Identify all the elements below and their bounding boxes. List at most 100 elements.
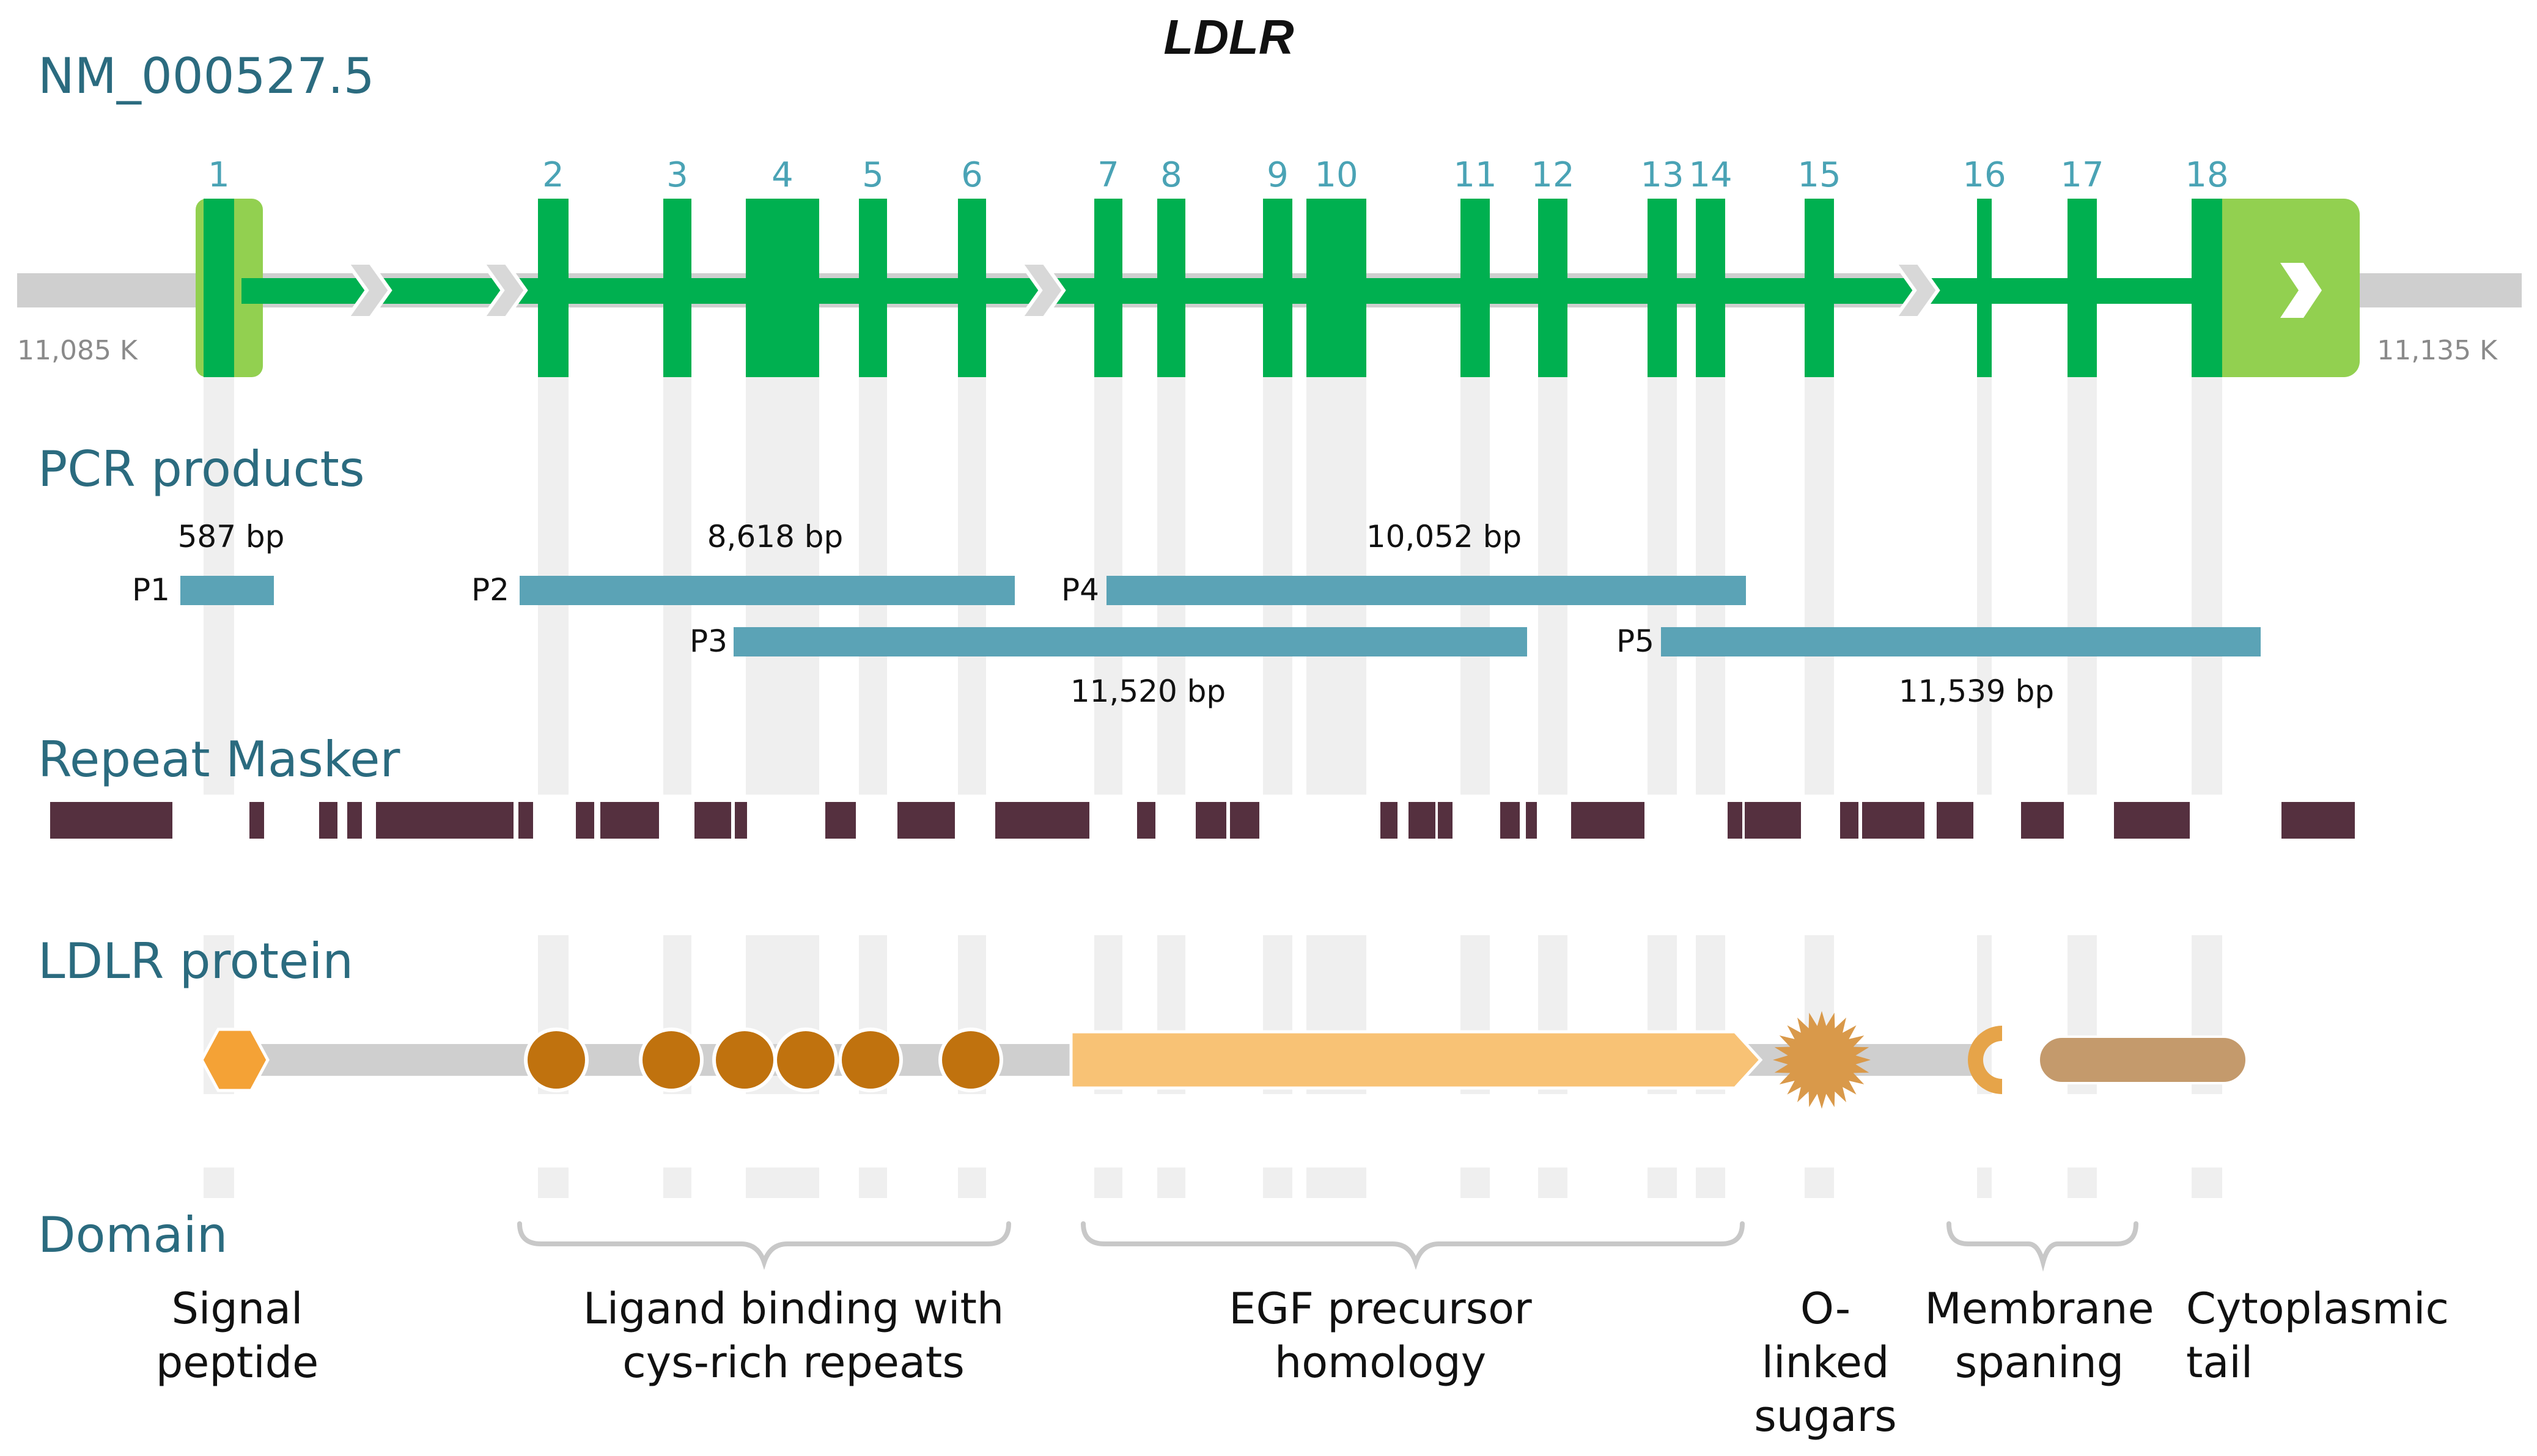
exon-blocks	[204, 199, 2222, 377]
pcr-size-P5: 11,539 bp	[1899, 674, 2054, 709]
bracket-ligand-binding	[517, 1221, 1011, 1270]
exon-11	[1460, 199, 1490, 377]
ldlr-protein	[200, 1011, 2248, 1109]
strand-arrow-1	[344, 261, 392, 320]
pcr-bar-P5	[1661, 627, 2261, 656]
pcr-size-P1: 587 bp	[178, 519, 285, 554]
repeat-element	[1840, 802, 1858, 839]
domain-label-line: Membrane	[1924, 1284, 2154, 1334]
domain-label-line: cys-rich repeats	[622, 1337, 965, 1388]
strand-arrow-2	[479, 261, 528, 320]
exon-number-11: 11	[1453, 155, 1497, 195]
domain-label-line: homology	[1275, 1337, 1486, 1388]
repeat-element	[735, 802, 747, 839]
domain-brackets	[517, 1221, 2138, 1272]
domain-label-line: spaning	[1955, 1337, 2124, 1388]
ligand-repeat-circle	[773, 1028, 838, 1092]
pcr-label-P5: P5	[1616, 623, 1654, 659]
repeat-element	[1230, 802, 1259, 839]
exon-number-10: 10	[1314, 155, 1358, 195]
repeat-element	[1937, 802, 1973, 839]
egf-precursor-arrow	[1069, 1030, 1763, 1090]
repeat-element	[518, 802, 533, 839]
repeat-element	[995, 802, 1089, 839]
exon-4	[746, 199, 819, 377]
pcr-label-P1: P1	[132, 572, 170, 608]
start-coordinate: 11,085 K	[17, 335, 138, 366]
exon-17	[2068, 199, 2097, 377]
gene-backbone-right	[2360, 273, 2522, 307]
repeat-element	[1571, 802, 1644, 839]
strand-arrow-3	[1017, 261, 1066, 320]
domain-label-line: Ligand binding with	[583, 1284, 1004, 1334]
pcr-size-P4: 10,052 bp	[1366, 519, 1522, 554]
exon-number-8: 8	[1160, 155, 1182, 195]
repeat-element	[2021, 802, 2064, 839]
exon-16	[1977, 199, 1992, 377]
repeat-masker-track	[50, 802, 2355, 839]
domain-label-line: sugars	[1754, 1391, 1896, 1441]
repeat-element	[825, 802, 856, 839]
ligand-binding-repeats	[524, 1028, 1003, 1092]
repeat-element	[2281, 802, 2355, 839]
exon-3	[663, 199, 691, 377]
pcr-bar-P1	[180, 576, 274, 605]
repeat-section-title: Repeat Masker	[38, 731, 400, 788]
domain-section-title: Domain	[38, 1207, 227, 1263]
exon-number-18: 18	[2185, 155, 2228, 195]
ligand-repeat-circle	[938, 1028, 1003, 1092]
domain-label-line: tail	[2186, 1337, 2253, 1388]
repeat-element	[1380, 802, 1397, 839]
exon-number-12: 12	[1531, 155, 1574, 195]
exon-10	[1306, 199, 1366, 377]
ligand-repeat-circle	[712, 1028, 777, 1092]
repeat-element	[576, 802, 594, 839]
repeat-element	[1408, 802, 1435, 839]
signal-peptide-hexagon	[200, 1028, 270, 1092]
pcr-label-P2: P2	[471, 572, 509, 608]
exon-number-17: 17	[2060, 155, 2104, 195]
exon-number-7: 7	[1097, 155, 1119, 195]
exon-number-5: 5	[862, 155, 884, 195]
ligand-repeat-circle	[524, 1028, 589, 1092]
exon-number-13: 13	[1640, 155, 1684, 195]
membrane-spanning-arc	[1968, 1026, 2002, 1094]
exon-number-15: 15	[1797, 155, 1841, 195]
gene-title: LDLR	[1163, 10, 1294, 64]
domain-label-line: Cytoplasmic	[2186, 1284, 2449, 1334]
exon-number-6: 6	[961, 155, 983, 195]
ligand-repeat-circle	[639, 1028, 704, 1092]
exon-number-3: 3	[666, 155, 688, 195]
exon-18	[2192, 199, 2222, 377]
exon-1	[204, 199, 234, 377]
repeat-element	[1500, 802, 1520, 839]
exon-14	[1696, 199, 1725, 377]
repeat-element	[319, 802, 337, 839]
exon-7	[1094, 199, 1122, 377]
pcr-bar-P2	[520, 576, 1015, 605]
pcr-size-P2: 8,618 bp	[707, 519, 844, 554]
o-linked-sugars-star	[1773, 1011, 1871, 1109]
pcr-label-P4: P4	[1061, 572, 1099, 608]
pcr-bar-P3	[734, 627, 1527, 656]
transcript-id: NM_000527.5	[38, 48, 375, 105]
exon-13	[1648, 199, 1677, 377]
intron-line	[241, 278, 2216, 304]
repeat-element	[600, 802, 659, 839]
exon-number-2: 2	[542, 155, 564, 195]
bracket-membrane	[1946, 1221, 2138, 1272]
exon-number-9: 9	[1267, 155, 1289, 195]
repeat-element	[897, 802, 955, 839]
exon-15	[1805, 199, 1834, 377]
protein-section-title: LDLR protein	[38, 933, 353, 990]
pcr-section-title: PCR products	[38, 441, 365, 498]
ligand-repeat-circle	[838, 1028, 903, 1092]
guide-gap-1	[0, 1094, 2537, 1167]
utr-3prime	[2200, 199, 2360, 377]
exon-2	[538, 199, 569, 377]
